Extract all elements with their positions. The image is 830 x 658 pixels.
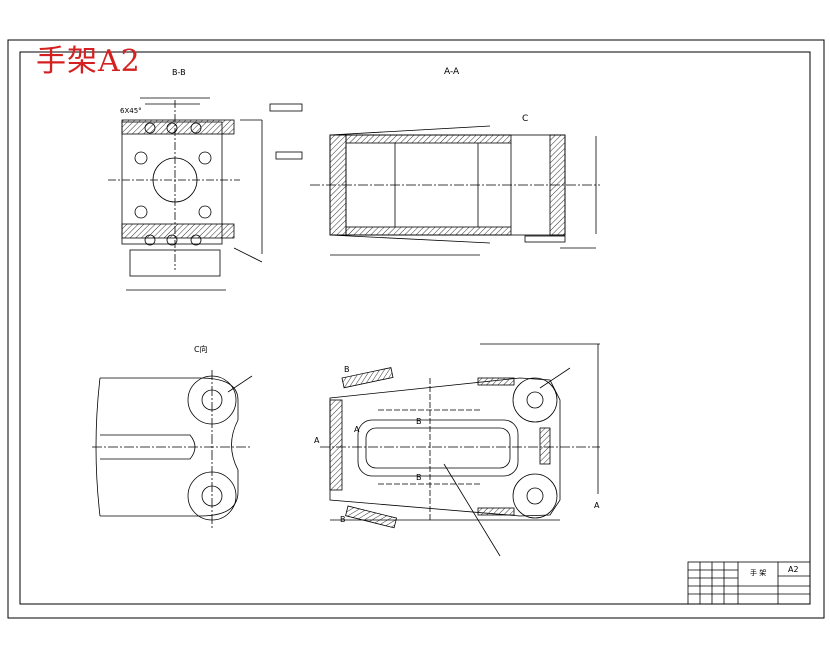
section-markers: A A A B B B B [314,365,600,524]
sheet-size: A2 [788,565,799,574]
title-block: 手 架 A2 [687,561,811,605]
view-c: C向 [92,344,253,530]
stamp-title: 手架A2 [36,44,141,79]
marker-b-bottom: B [340,515,346,524]
view-bb-label: B-B [172,68,186,77]
outer-border [7,39,825,619]
marker-a-center: A [354,425,360,434]
marker-b-upper: B [416,417,422,426]
part-name: 手 架 [750,568,766,577]
view-bb: B-B 6X45° [108,68,263,291]
marker-b-lower: B [416,473,422,482]
marker-a-left: A [314,436,320,445]
chamfer-note: 6X45° [120,107,142,115]
marker-b-top: B [344,365,350,374]
view-aa: A-A C [269,67,600,256]
view-c-label: C向 [194,344,208,354]
view-plan [320,343,600,557]
view-aa-label: A-A [444,67,460,77]
inner-border [19,51,811,605]
marker-a-right: A [594,501,600,510]
view-c-top-label: C [522,114,528,124]
